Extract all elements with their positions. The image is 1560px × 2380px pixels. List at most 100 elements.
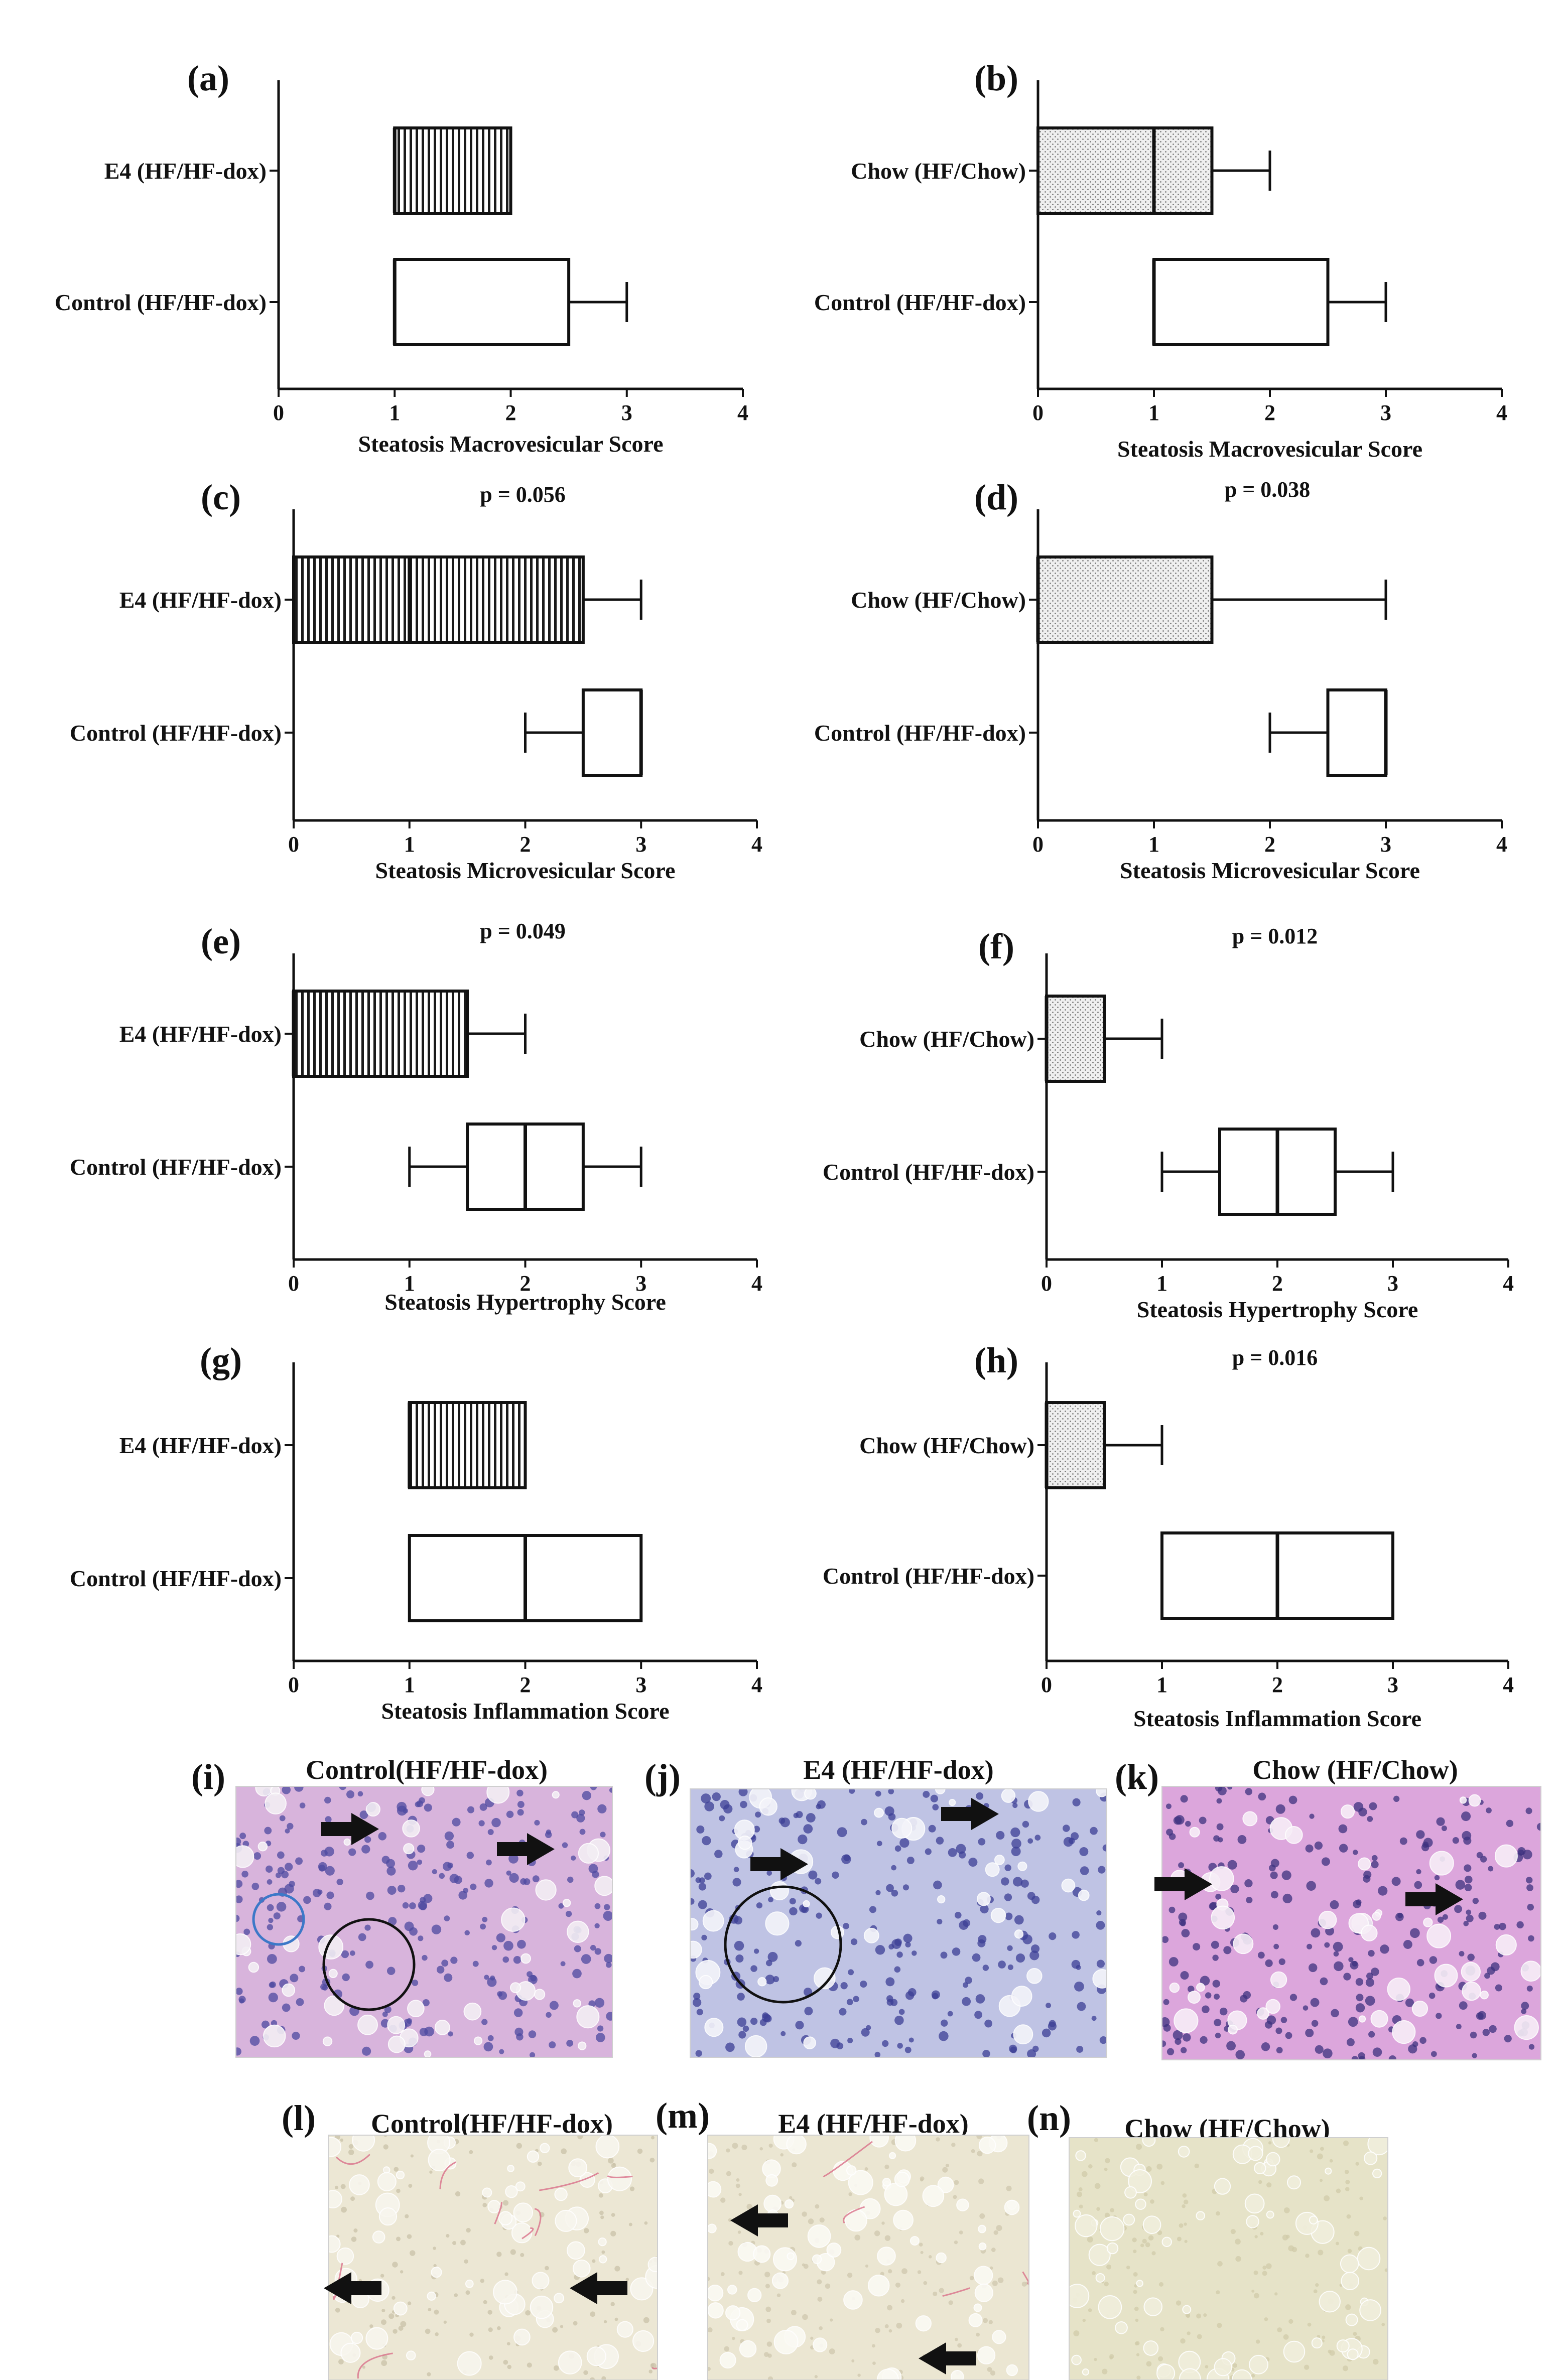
box-control: Control (HF/HF-dox) — [814, 688, 1388, 777]
box-iqr — [292, 555, 585, 644]
x-tick-label: 3 — [635, 832, 646, 857]
panel-label: (c) — [201, 477, 241, 517]
x-tick-label: 2 — [1272, 1672, 1283, 1697]
category-label: E4 (HF/HF-dox) — [104, 158, 267, 184]
box-control: Control (HF/HF-dox) — [823, 1531, 1394, 1620]
micrograph — [1162, 1786, 1541, 2060]
x-tick-label: 4 — [751, 1271, 762, 1296]
histology-panels: (i)Control(HF/HF-dox)(j)E4 (HF/HF-dox)(k… — [191, 1755, 1541, 2380]
category-label: E4 (HF/HF-dox) — [119, 587, 282, 613]
x-axis-label: Steatosis Macrovesicular Score — [1117, 436, 1422, 462]
x-tick-label: 4 — [1496, 832, 1507, 857]
arrow-annotation — [750, 1848, 808, 1880]
box-iqr — [581, 688, 643, 777]
x-tick-label: 1 — [1156, 1672, 1167, 1697]
histology-panel-i: (i)Control(HF/HF-dox) — [191, 1755, 613, 2058]
box-iqr — [393, 126, 512, 215]
box-iqr — [1152, 258, 1330, 346]
category-label: Control (HF/HF-dox) — [814, 290, 1026, 315]
category-label: Control (HF/HF-dox) — [70, 1566, 282, 1591]
histology-panel-k: (k)Chow (HF/Chow) — [1115, 1755, 1541, 2060]
x-tick-label: 3 — [1387, 1271, 1398, 1296]
p-value: p = 0.056 — [480, 482, 566, 507]
micrograph — [236, 1786, 612, 2057]
category-label: E4 (HF/HF-dox) — [119, 1433, 282, 1458]
micrograph — [1069, 2138, 1388, 2380]
p-value: p = 0.038 — [1225, 477, 1311, 502]
x-tick-label: 0 — [1041, 1271, 1052, 1296]
arrow-annotation — [497, 1833, 555, 1865]
box-iqr — [292, 990, 469, 1078]
x-tick-label: 2 — [1272, 1271, 1283, 1296]
x-tick-label: 2 — [1264, 400, 1275, 425]
x-tick-label: 1 — [404, 1271, 415, 1296]
x-tick-label: 4 — [1503, 1271, 1514, 1296]
x-axis-label: Steatosis Hypertrophy Score — [1137, 1297, 1418, 1322]
x-tick-label: 2 — [505, 400, 516, 425]
micrograph — [708, 2135, 1029, 2380]
x-axis-label: Steatosis Microvesicular Score — [1120, 858, 1420, 883]
category-label: Control (HF/HF-dox) — [823, 1159, 1034, 1185]
arrow-annotation — [570, 2272, 627, 2304]
box-iqr — [1045, 995, 1106, 1083]
panel-label: (l) — [282, 2098, 316, 2138]
p-value: p = 0.012 — [1232, 924, 1318, 948]
inflammation-focus-marker — [724, 1885, 842, 2004]
box-treatment: Chow (HF/Chow) — [851, 555, 1387, 644]
x-tick-label: 3 — [1380, 832, 1391, 857]
x-tick-label: 4 — [751, 1672, 762, 1697]
arrow-annotation — [321, 1813, 379, 1845]
panel-label: (a) — [187, 58, 229, 98]
x-tick-label: 4 — [737, 400, 748, 425]
box-treatment: Chow (HF/Chow) — [859, 995, 1163, 1083]
x-axis-label: Steatosis Inflammation Score — [1133, 1706, 1421, 1731]
x-tick-label: 0 — [288, 832, 299, 857]
category-label: Control (HF/HF-dox) — [55, 290, 267, 315]
box-iqr — [1036, 555, 1214, 644]
x-tick-label: 0 — [1041, 1672, 1052, 1697]
x-tick-label: 1 — [1148, 832, 1159, 857]
panel-label: (h) — [974, 1340, 1018, 1380]
box-treatment: E4 (HF/HF-dox) — [119, 1401, 527, 1489]
category-label: Chow (HF/Chow) — [859, 1433, 1034, 1458]
category-label: Control (HF/HF-dox) — [70, 720, 282, 746]
x-tick-label: 3 — [635, 1672, 646, 1697]
histology-panel-j: (j)E4 (HF/HF-dox) — [644, 1755, 1107, 2058]
category-label: Chow (HF/Chow) — [859, 1026, 1034, 1052]
x-axis-label: Steatosis Hypertrophy Score — [384, 1289, 666, 1315]
x-tick-label: 4 — [1503, 1672, 1514, 1697]
category-label: Control (HF/HF-dox) — [814, 720, 1026, 746]
panel-label: (e) — [201, 921, 241, 961]
box-iqr — [393, 258, 571, 346]
panel-label: (g) — [200, 1340, 242, 1380]
micrograph — [329, 2135, 658, 2380]
x-tick-label: 2 — [520, 1672, 531, 1697]
x-tick-label: 0 — [1032, 400, 1044, 425]
x-axis-label: Steatosis Inflammation Score — [381, 1698, 669, 1724]
histology-panel-n: (n)Chow (HF/Chow) — [1027, 2098, 1388, 2380]
x-tick-label: 0 — [288, 1672, 299, 1697]
x-tick-label: 3 — [1387, 1672, 1398, 1697]
arrow-annotation — [324, 2272, 381, 2304]
arrow-annotation — [919, 2342, 976, 2374]
box-control: Control (HF/HF-dox) — [70, 1123, 642, 1211]
x-tick-label: 3 — [1380, 400, 1391, 425]
panel-label: (n) — [1027, 2098, 1071, 2138]
micrograph — [690, 1789, 1107, 2057]
tissue-background — [1069, 2138, 1388, 2380]
x-tick-label: 1 — [1156, 1271, 1167, 1296]
arrow-annotation — [730, 2204, 788, 2236]
category-label: Control (HF/HF-dox) — [70, 1154, 282, 1180]
category-label: E4 (HF/HF-dox) — [119, 1021, 282, 1047]
x-tick-label: 2 — [520, 1271, 531, 1296]
panel-title: E4 (HF/HF-dox) — [803, 1755, 993, 1785]
cell-marker — [252, 1893, 305, 1946]
x-tick-label: 2 — [1264, 832, 1275, 857]
